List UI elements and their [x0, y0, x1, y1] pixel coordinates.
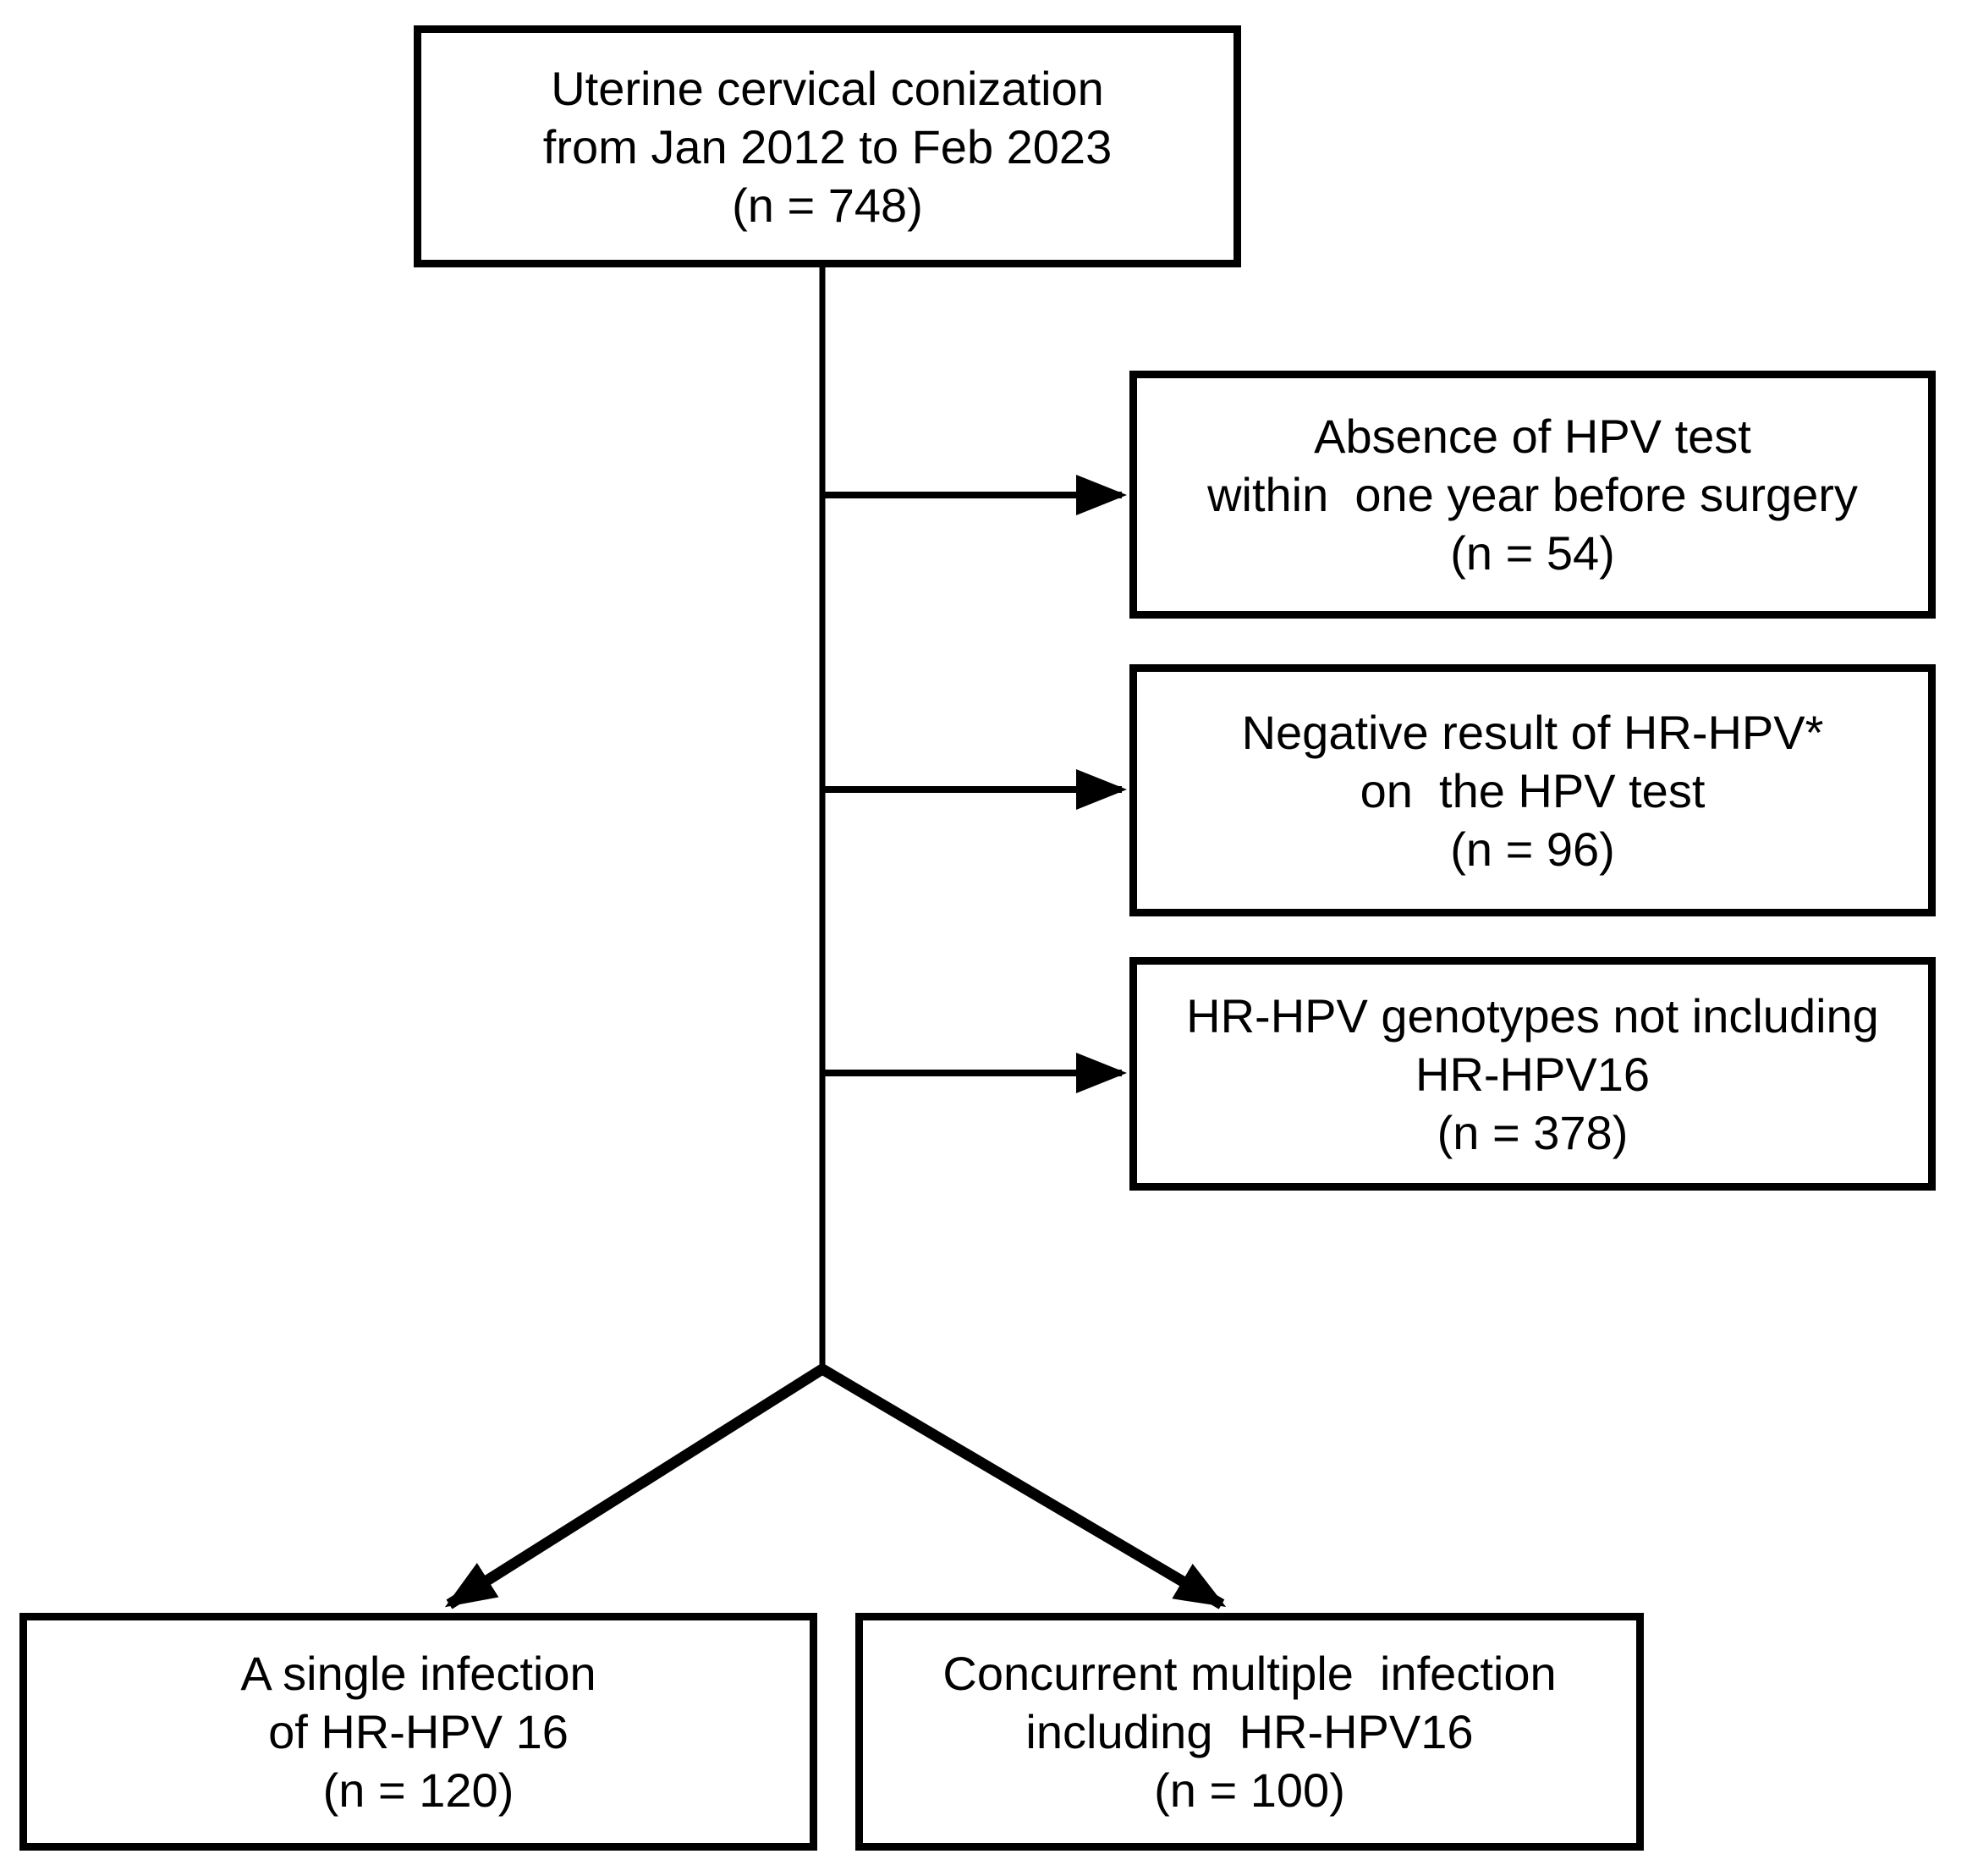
box-exclusion2-line2: on the HPV test	[1360, 763, 1706, 817]
box-exclusion1-line2: within one year before surgery	[1207, 468, 1858, 521]
box-source-line2: from Jan 2012 to Feb 2023	[542, 119, 1113, 173]
box-source-line1: Uterine cervical conization	[551, 61, 1104, 115]
box-multiple-line2: including HR-HPV16	[1025, 1705, 1474, 1758]
box-multiple-line1: Concurrent multiple infection	[942, 1647, 1557, 1700]
box-single-infection: A single infection of HR-HPV 16 (n = 120…	[19, 1613, 817, 1851]
box-single-line2: of HR-HPV 16	[268, 1705, 569, 1758]
arrow-to-multiple-infection	[819, 1364, 1227, 1609]
box-uterine-cervical-conization: Uterine cervical conization from Jan 201…	[414, 25, 1241, 267]
box-exclusion3-line2: HR-HPV16	[1415, 1047, 1650, 1101]
box-exclusion1-line1: Absence of HPV test	[1314, 410, 1751, 463]
box-exclusion1-count: (n = 54)	[1450, 526, 1615, 580]
box-exclusion3-line1: HR-HPV genotypes not including	[1186, 988, 1879, 1043]
box-single-line1: A single infection	[240, 1647, 596, 1700]
box-genotypes-not-including-hpv16: HR-HPV genotypes not including HR-HPV16 …	[1129, 957, 1936, 1191]
arrow-to-single-infection	[444, 1364, 826, 1609]
box-multiple-count: (n = 100)	[1154, 1763, 1345, 1817]
box-exclusion3-count: (n = 378)	[1437, 1105, 1629, 1159]
box-concurrent-multiple-infection: Concurrent multiple infection including …	[855, 1613, 1644, 1851]
box-negative-hr-hpv-result: Negative result of HR-HPV* on the HPV te…	[1129, 664, 1936, 916]
box-source-count: (n = 748)	[732, 178, 923, 232]
box-absence-of-hpv-test: Absence of HPV test within one year befo…	[1129, 371, 1936, 619]
box-exclusion2-count: (n = 96)	[1450, 822, 1615, 876]
box-exclusion2-line1: Negative result of HR-HPV*	[1241, 705, 1824, 759]
box-single-count: (n = 120)	[322, 1763, 514, 1817]
